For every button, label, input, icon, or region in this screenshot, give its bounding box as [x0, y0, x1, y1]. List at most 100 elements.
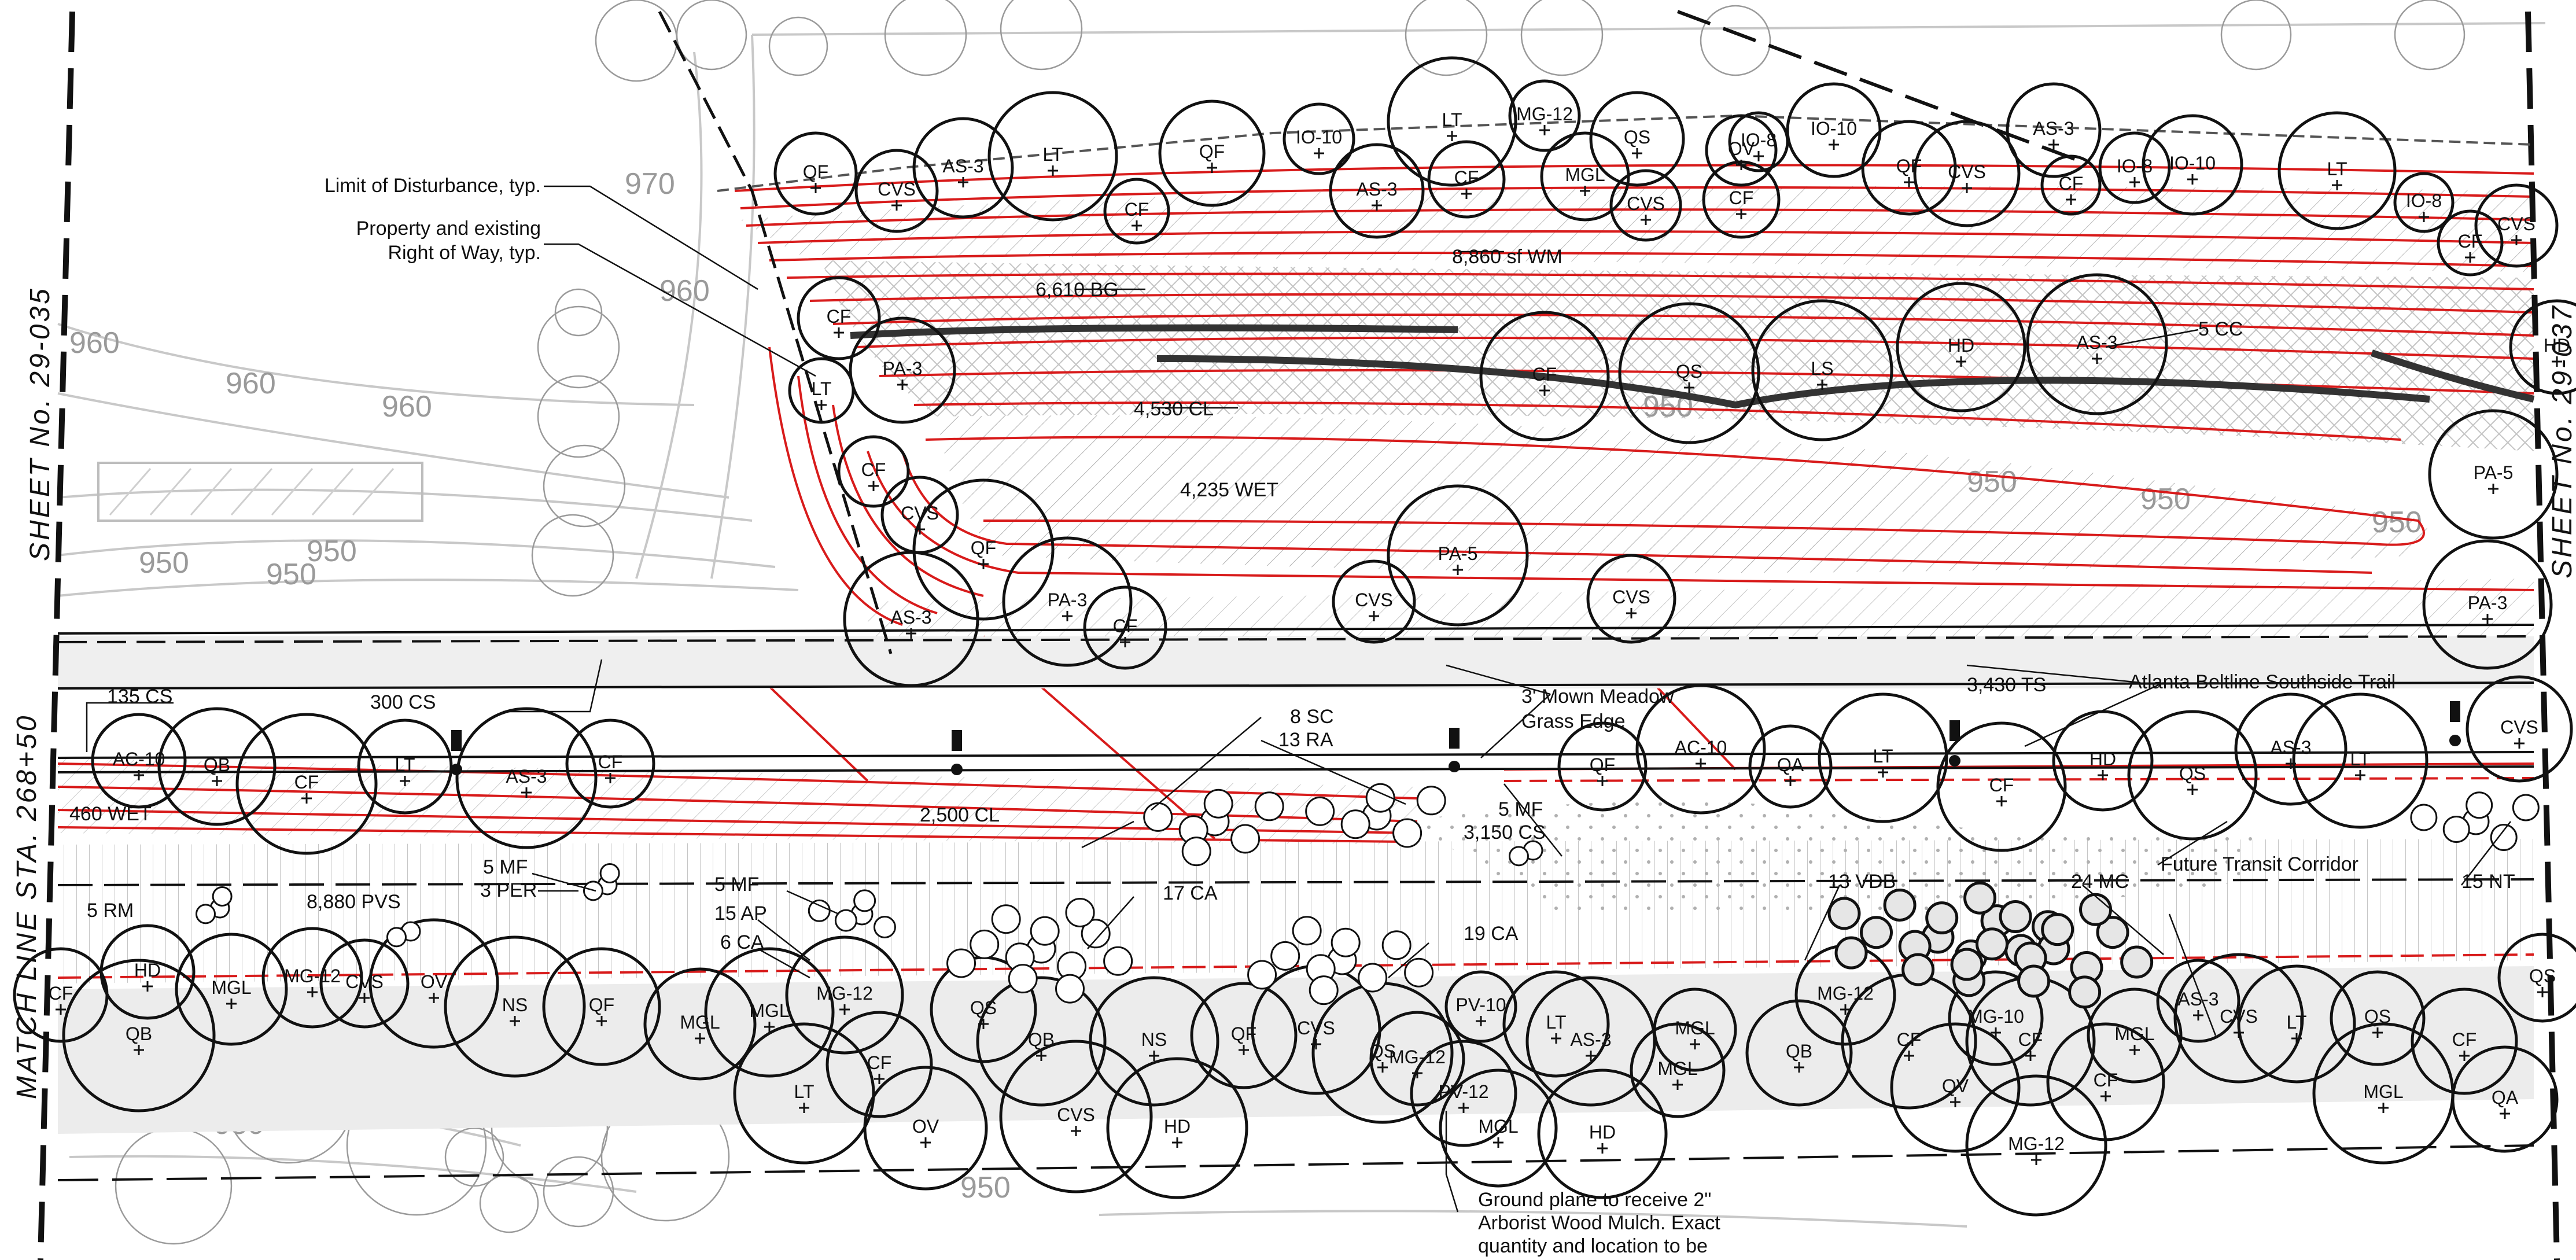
tree-canopy: [1913, 120, 2021, 227]
tree-center-mark: [1626, 608, 1637, 618]
tree-canopy: [1630, 1022, 1726, 1118]
tree-label: CVS: [2500, 717, 2538, 738]
area-label: 5 MF: [714, 874, 759, 896]
tree-center-mark: [2193, 1010, 2203, 1020]
tree-canopy: [999, 1040, 1153, 1193]
tree-center-mark: [1996, 796, 2007, 806]
area-label: 460 WET: [69, 803, 152, 825]
tree-canopy: [2142, 114, 2243, 216]
shrub: [1392, 818, 1422, 848]
tree-center-mark: [2482, 614, 2493, 624]
contour-label: 960: [382, 390, 432, 423]
shrub: [1508, 846, 1529, 867]
tree-canopy: [2330, 970, 2426, 1066]
area-label: 15 AP: [714, 902, 767, 924]
tree-canopy: [1890, 1022, 2021, 1153]
tree-label: CF: [2018, 1029, 2043, 1050]
tree-center-mark: [2511, 235, 2522, 245]
leader-lines: [86, 185, 2511, 1213]
shrub: [2410, 804, 2438, 831]
tree-center-mark: [301, 793, 312, 804]
tree-center-mark: [521, 787, 532, 798]
tree-label: MGL: [749, 1000, 789, 1021]
tree-canopy: [2087, 988, 2183, 1084]
tree-label: AS-3: [2076, 332, 2117, 353]
shrub: [1254, 791, 1284, 821]
shrub: [1065, 897, 1095, 927]
tree-canopy: [1705, 114, 1778, 187]
tree-center-mark: [810, 183, 821, 193]
sheet-ref-right: SHEET No. 29-037: [2547, 304, 2576, 579]
tree-center-mark: [1840, 1004, 1851, 1015]
callout-mulch-3: quantity and location to be: [1478, 1235, 1708, 1257]
tree-center-mark: [56, 1004, 66, 1015]
tree-label: MGL: [1565, 164, 1605, 185]
tree-center-mark: [429, 993, 439, 1003]
tree-label: QS: [2529, 966, 2556, 986]
light-pole-icon: [1449, 728, 1460, 772]
tree-canopy: [2437, 209, 2504, 277]
shrub: [2096, 916, 2129, 949]
tree-canopy: [1748, 724, 1833, 809]
tree-center-mark: [834, 327, 844, 338]
tree-label: PA-3: [2468, 592, 2508, 613]
tree-label: LT: [2327, 159, 2347, 179]
contour-label: 950: [266, 558, 316, 591]
shrub: [1055, 974, 1085, 1004]
tree-label: CF: [2452, 1029, 2477, 1050]
tree-label: IO-8: [1741, 130, 1777, 150]
tree-canopy: [1702, 160, 1781, 239]
contour-label: 960: [226, 367, 276, 400]
tree-center-mark: [2372, 1027, 2383, 1038]
shrub: [2068, 975, 2102, 1009]
tree-label: PA-3: [883, 358, 923, 379]
tree-canopy: [2451, 1045, 2559, 1153]
contour-label: 960: [659, 274, 710, 308]
tree-center-mark: [1684, 382, 1694, 393]
tree-label: PA-5: [2474, 462, 2514, 483]
area-label: 5 MF: [483, 856, 528, 878]
tree-center-mark: [1690, 1039, 1700, 1049]
shrub: [1963, 881, 1997, 915]
tree-label: QF: [1199, 141, 1225, 162]
area-label: 19 CA: [1464, 923, 1519, 945]
shrub: [1416, 786, 1446, 816]
tree-center-mark: [1314, 148, 1324, 159]
shrub: [2120, 945, 2154, 979]
callout-property-1: Property and existing: [356, 218, 541, 240]
tree-canopy: [1444, 970, 1517, 1043]
tree-label: AS-3: [2033, 118, 2074, 139]
tree-canopy: [319, 938, 410, 1029]
tree-canopy: [2006, 82, 2102, 178]
tree-label: QB: [1786, 1041, 1812, 1062]
tree-canopy: [91, 713, 187, 809]
tree-label: QV: [1942, 1075, 1969, 1096]
tree-center-mark: [868, 481, 879, 491]
tree-center-mark: [596, 1016, 607, 1026]
tree-label: CVS: [345, 971, 384, 992]
tree-label: QF: [971, 537, 996, 558]
tree-canopy: [1106, 1057, 1248, 1199]
tree-label: AS-3: [1570, 1029, 1611, 1050]
tree-canopy: [175, 933, 288, 1046]
shrub: [808, 899, 831, 922]
tree-canopy: [1948, 970, 2044, 1066]
tree-center-mark: [2098, 770, 2108, 780]
tree-center-mark: [1753, 151, 1764, 161]
tree-center-mark: [1904, 1051, 1914, 1061]
tree-center-mark: [958, 177, 968, 187]
tree-label: CVS: [2220, 1006, 2258, 1027]
area-label: 8,860 sf WM: [1452, 246, 1562, 268]
tree-canopy: [987, 91, 1118, 222]
area-label: 2,500 CL: [920, 804, 1000, 826]
tree-label: PA-5: [1438, 543, 1478, 564]
area-label: 8 SC: [1290, 706, 1334, 728]
shrub-clusters: [195, 783, 2540, 1009]
tree-center-mark: [226, 999, 237, 1009]
tree-label: IO-10: [1296, 127, 1342, 148]
shrub: [1950, 948, 1984, 981]
tree-center-mark: [1696, 758, 1706, 769]
tree-label: MG-10: [1967, 1006, 2024, 1027]
tree-label: QF: [1231, 1023, 1256, 1044]
tree-label: NS: [502, 994, 528, 1015]
